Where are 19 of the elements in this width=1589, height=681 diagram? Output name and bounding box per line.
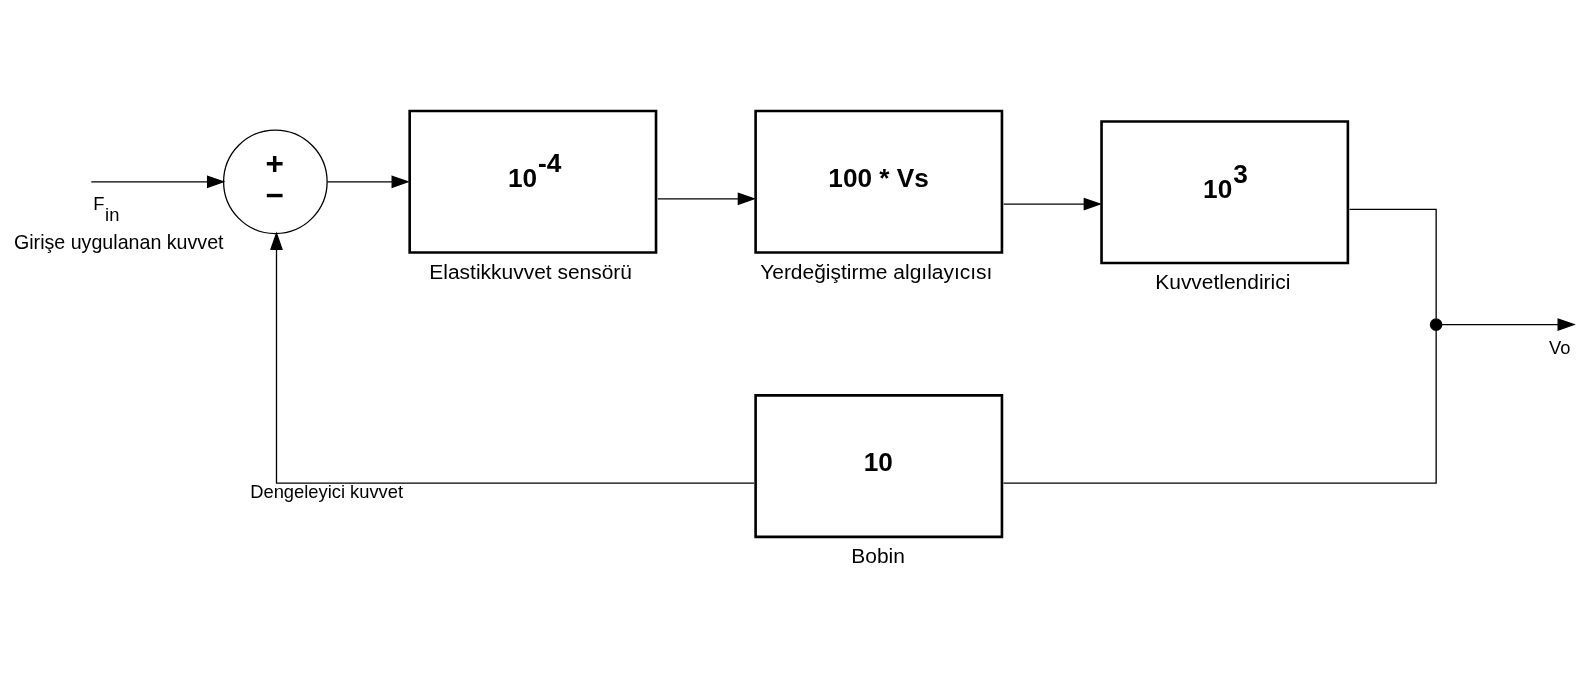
arrow bbox=[270, 231, 755, 484]
node-label: Kuvvetlendirici bbox=[1155, 269, 1291, 293]
connector bbox=[1348, 208, 1437, 319]
arrow bbox=[657, 191, 757, 205]
connector bbox=[1002, 329, 1437, 484]
node-box: 10 bbox=[754, 393, 1004, 538]
node-circle: + − bbox=[222, 128, 328, 234]
node-label: Yerdeğiştirme algılayıcısı bbox=[760, 259, 993, 282]
node-label: Elastikkuvvet sensörü bbox=[429, 259, 632, 282]
edge-label: Vo bbox=[1549, 336, 1571, 358]
arrow bbox=[326, 174, 410, 188]
arrow bbox=[1441, 317, 1576, 331]
arrow bbox=[90, 174, 226, 188]
edge-label: Dengeleyici kuvvet bbox=[250, 480, 404, 502]
node-box: 100 * Vs bbox=[754, 109, 1004, 254]
node-dot bbox=[1429, 317, 1443, 331]
node-label: Girişe uygulanan kuvvet bbox=[13, 230, 224, 253]
node-label: Bobin bbox=[851, 543, 905, 567]
arrow bbox=[1003, 197, 1102, 210]
